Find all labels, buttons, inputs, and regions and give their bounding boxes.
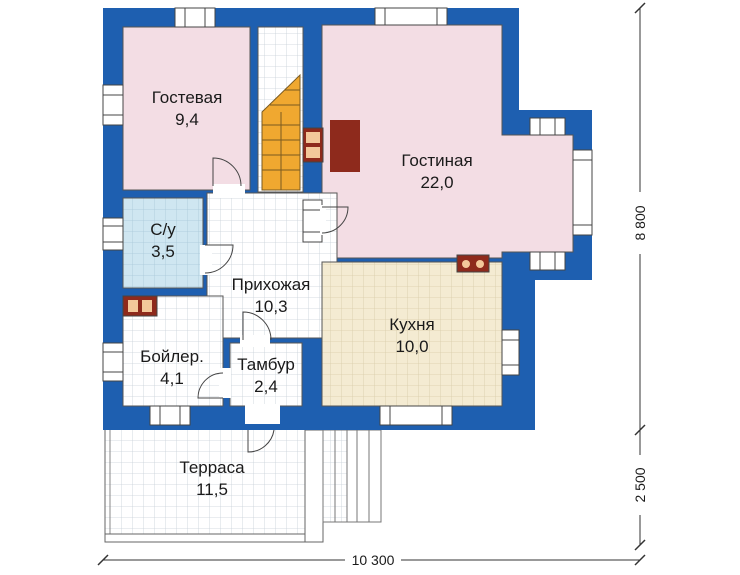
stairs bbox=[261, 73, 301, 191]
stove-icon bbox=[302, 120, 360, 172]
boiler-icon bbox=[122, 295, 158, 317]
window bbox=[374, 7, 448, 26]
room-wc bbox=[122, 197, 204, 289]
terrace bbox=[104, 419, 324, 543]
dimension-width: 10 300 bbox=[97, 551, 646, 569]
room-name: С/у bbox=[150, 220, 176, 239]
window bbox=[102, 342, 124, 382]
room-area: 22,0 bbox=[420, 173, 453, 192]
kitchen-stove-icon bbox=[456, 254, 490, 273]
window bbox=[174, 7, 216, 28]
window bbox=[302, 199, 323, 243]
window bbox=[102, 217, 124, 251]
terrace-steps bbox=[322, 429, 382, 523]
room-living bbox=[321, 24, 574, 259]
room-name: Кухня bbox=[389, 315, 435, 334]
window bbox=[529, 117, 566, 136]
window bbox=[149, 405, 191, 426]
door-entrance[interactable] bbox=[245, 404, 280, 453]
dimension-width-label: 10 300 bbox=[352, 552, 395, 568]
room-guest bbox=[122, 26, 251, 191]
room-vestibule bbox=[229, 342, 303, 407]
room-kitchen bbox=[321, 261, 503, 407]
window bbox=[102, 84, 124, 126]
dimension-height-main-label: 8 800 bbox=[632, 205, 648, 240]
window bbox=[529, 251, 566, 271]
room-name: Терраса bbox=[179, 458, 245, 477]
dimension-height: 8 800 2 500 bbox=[631, 2, 649, 551]
room-area: 10,0 bbox=[395, 337, 428, 356]
window bbox=[572, 149, 593, 236]
window bbox=[501, 329, 520, 376]
room-area: 10,3 bbox=[254, 297, 287, 316]
room-area: 4,1 bbox=[160, 369, 184, 388]
room-name: Тамбур bbox=[237, 355, 295, 374]
room-area: 2,4 bbox=[254, 377, 278, 396]
door-boiler[interactable] bbox=[197, 368, 231, 399]
door-living[interactable] bbox=[320, 205, 349, 235]
window bbox=[379, 405, 453, 426]
room-name: Бойлер. bbox=[140, 347, 204, 366]
door-guest[interactable] bbox=[212, 157, 245, 198]
dimension-height-terrace-label: 2 500 bbox=[632, 467, 648, 502]
room-area: 11,5 bbox=[196, 480, 228, 499]
room-area: 9,4 bbox=[175, 110, 199, 129]
door-wc[interactable] bbox=[200, 244, 234, 275]
room-name: Гостиная bbox=[401, 151, 472, 170]
door-vestibule[interactable] bbox=[240, 311, 272, 347]
room-name: Прихожая bbox=[232, 275, 311, 294]
room-name: Гостевая bbox=[152, 88, 223, 107]
room-area: 3,5 bbox=[151, 242, 175, 261]
